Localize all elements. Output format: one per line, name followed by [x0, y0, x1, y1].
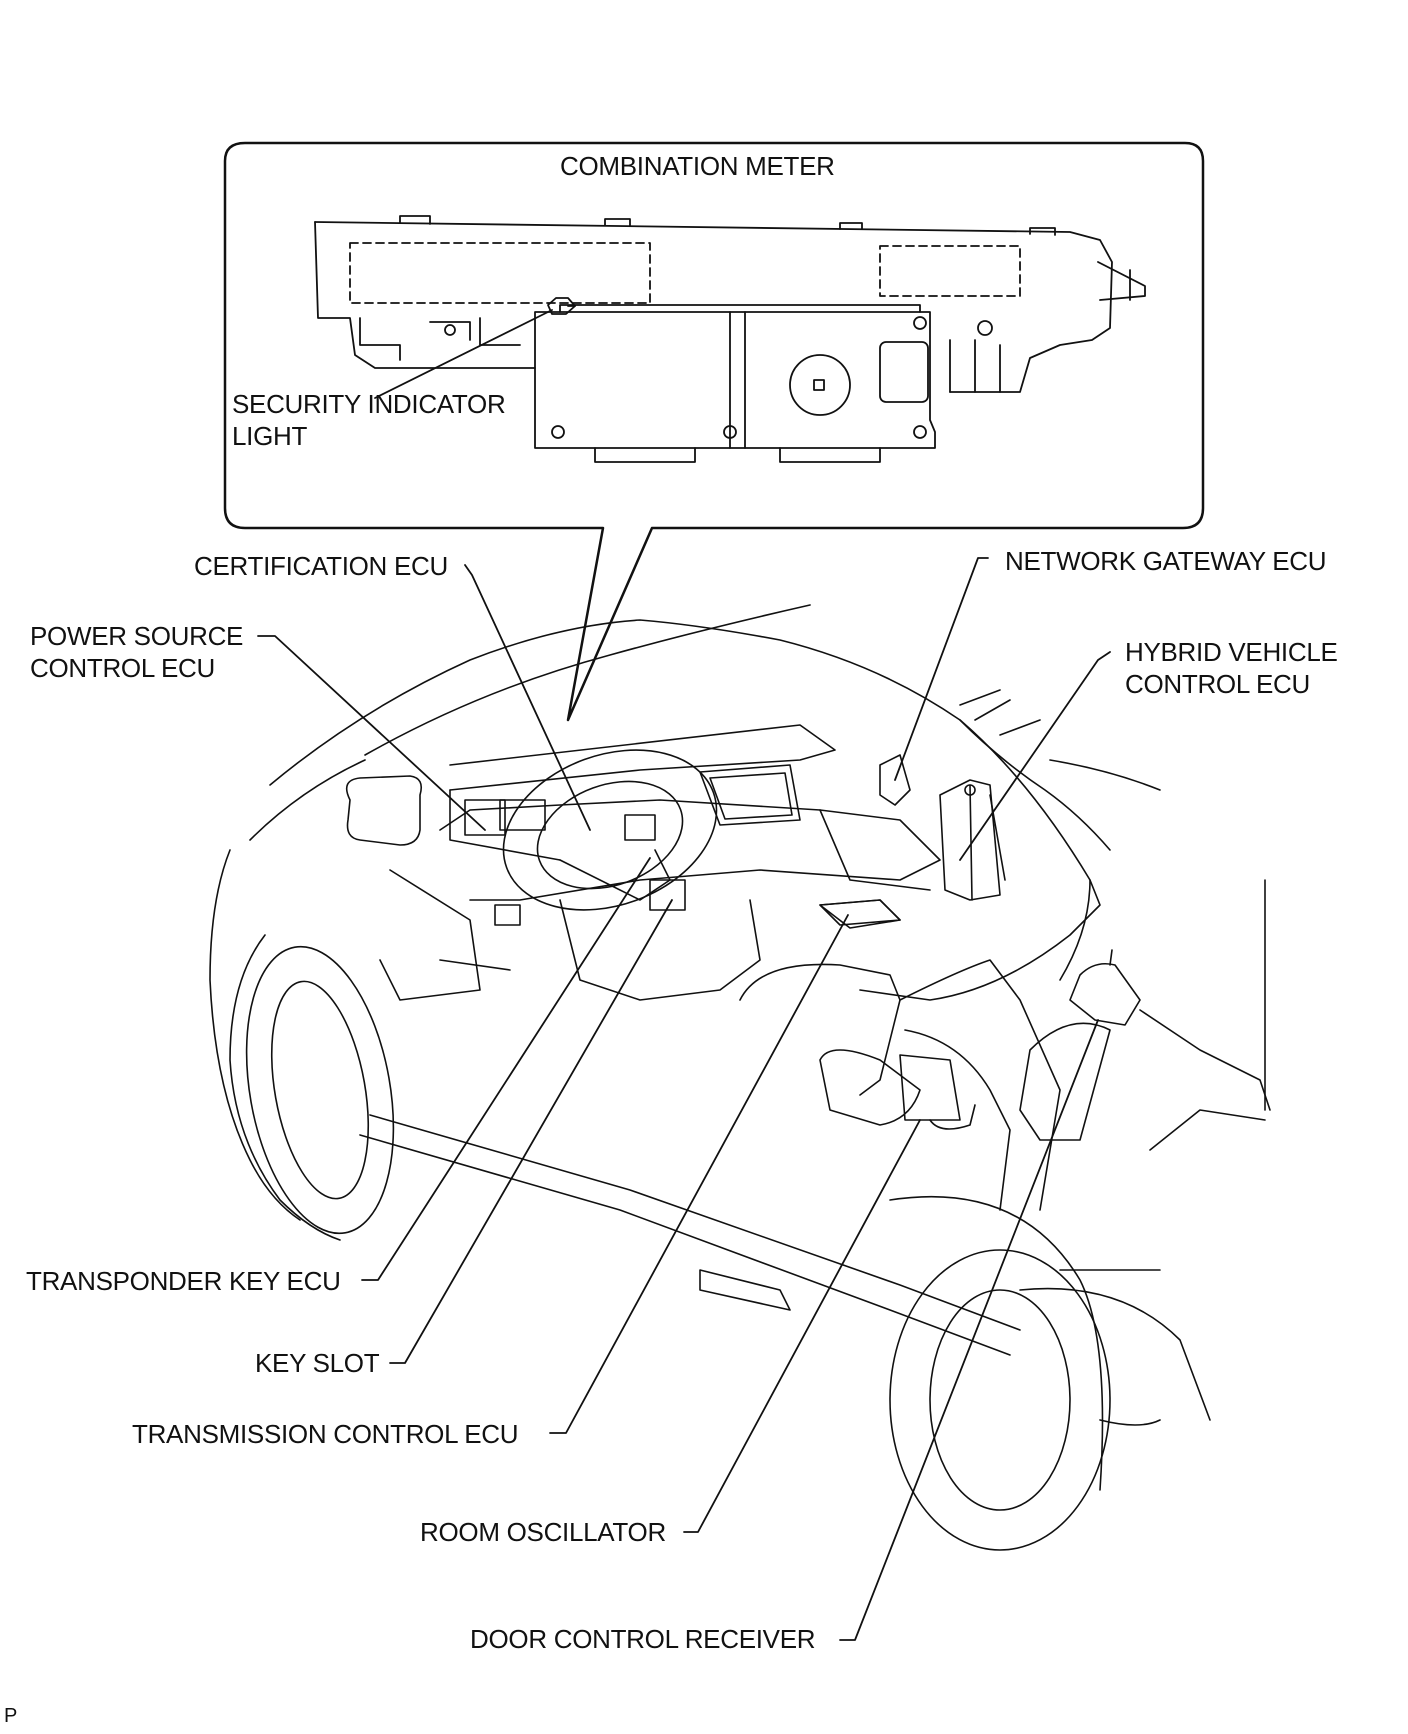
- transponder-key-ecu-label: TRANSPONDER KEY ECU: [26, 1266, 341, 1296]
- power-source-ecu-leader: [257, 635, 486, 831]
- network-gateway-ecu-leader: [894, 557, 989, 781]
- power-source-control-ecu-label: POWER SOURCE CONTROL ECU: [30, 621, 244, 683]
- transponder-key-ecu-leader: [361, 857, 651, 1281]
- leader-lines: [257, 557, 1111, 1641]
- key-slot-label: KEY SLOT: [255, 1348, 380, 1378]
- door-control-receiver-label: DOOR CONTROL RECEIVER: [470, 1624, 816, 1654]
- hybrid-vehicle-control-ecu-label: HYBRID VEHICLE CONTROL ECU: [1125, 637, 1338, 699]
- inset-title: COMBINATION METER: [560, 151, 835, 181]
- door-control-receiver-leader: [839, 1019, 1099, 1641]
- transmission-control-ecu-label: TRANSMISSION CONTROL ECU: [132, 1419, 519, 1449]
- hybrid-vehicle-ecu-leader: [959, 651, 1111, 861]
- room-oscillator-leader: [683, 1119, 921, 1533]
- room-oscillator-label: ROOM OSCILLATOR: [420, 1517, 666, 1547]
- certification-ecu-label: CERTIFICATION ECU: [194, 551, 448, 581]
- combination-meter-inset: [223, 141, 1205, 722]
- vehicle-illustration: [209, 604, 1271, 1551]
- transmission-ecu-leader: [549, 914, 849, 1434]
- security-indicator-leader: [374, 309, 553, 399]
- network-gateway-ecu-label: NETWORK GATEWAY ECU: [1005, 546, 1327, 576]
- key-slot-leader: [389, 899, 673, 1364]
- certification-ecu-leader: [464, 564, 591, 831]
- security-indicator-light-label: SECURITY INDICATOR LIGHT: [232, 389, 506, 451]
- corner-mark: P: [4, 1705, 18, 1727]
